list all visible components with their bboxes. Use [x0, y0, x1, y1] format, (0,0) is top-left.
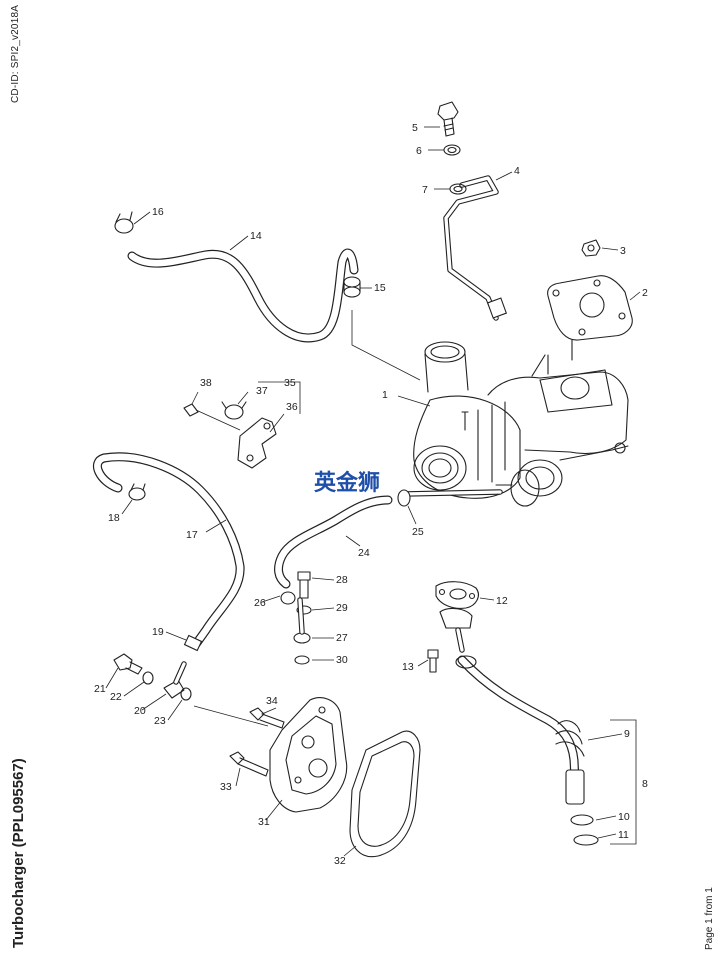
hose-clamp: [128, 483, 146, 501]
washer: [180, 687, 192, 701]
callout-10: 10: [618, 811, 630, 823]
callout-29: 29: [336, 602, 348, 614]
nut: [581, 239, 601, 257]
bolt: [249, 707, 285, 729]
callout-30: 30: [336, 654, 348, 666]
callout-32: 32: [334, 855, 346, 867]
watermark: 英金狮: [314, 470, 380, 496]
flange-gasket: [547, 275, 633, 341]
callout-13: 13: [402, 661, 414, 673]
callout-2: 2: [642, 287, 648, 299]
callout-16: 16: [152, 206, 164, 218]
callout-28: 28: [336, 574, 348, 586]
callout-34: 34: [266, 695, 278, 707]
callout-5: 5: [412, 122, 418, 134]
pipe-union-return: [293, 597, 311, 644]
gasket-12: [435, 581, 479, 609]
callout-3: 3: [620, 245, 626, 257]
pump-housing: [269, 697, 348, 813]
callout-labels: 1 2 3 4 5 6 7 8 9 10 11 12 13 14 15 16 1…: [94, 122, 648, 867]
washer: [296, 605, 312, 615]
washer-hole: [447, 146, 457, 154]
hose-clamp: [397, 489, 411, 507]
coolant-hose-upper: [127, 248, 359, 343]
callout-33: 33: [220, 781, 232, 793]
bolt: [427, 649, 439, 673]
bolt: [229, 751, 269, 777]
leader-lines: [105, 126, 641, 857]
callout-7: 7: [422, 184, 428, 196]
callout-25: 25: [412, 526, 424, 538]
callout-35: 35: [284, 377, 296, 389]
banjo-bolt-return: [297, 571, 311, 599]
banjo-bolt-small: [113, 653, 143, 675]
callout-14: 14: [250, 230, 262, 242]
washer: [443, 144, 461, 156]
hose-fitting: [183, 634, 203, 652]
oil-feed-pipe: [443, 175, 508, 321]
callout-4: 4: [514, 165, 520, 177]
hose-bracket: [183, 401, 277, 469]
callout-18: 18: [108, 512, 120, 524]
banjo-bolt: [437, 101, 459, 137]
callout-26: 26: [254, 597, 266, 609]
callout-21: 21: [94, 683, 106, 695]
washer: [449, 183, 467, 195]
callout-37: 37: [256, 385, 268, 397]
callout-1: 1: [382, 389, 388, 401]
callout-8: 8: [642, 778, 648, 790]
o-ring: [573, 834, 599, 846]
coolant-hose-return: [274, 489, 503, 589]
callout-27: 27: [336, 632, 348, 644]
o-ring: [570, 814, 594, 826]
callout-12: 12: [496, 595, 508, 607]
washer: [142, 671, 154, 685]
hose-clamp: [114, 211, 134, 234]
turbocharger-assembly: [413, 339, 629, 507]
hose-sleeve: [343, 276, 361, 298]
callout-36: 36: [286, 401, 298, 413]
washer-hole: [453, 185, 463, 193]
pump-gasket: [349, 730, 421, 858]
hose-clamp: [280, 591, 296, 605]
callout-23: 23: [154, 715, 166, 727]
callout-38: 38: [200, 377, 212, 389]
callout-22: 22: [110, 691, 122, 703]
coolant-hose-left: [93, 452, 245, 649]
callout-20: 20: [134, 705, 146, 717]
callout-19: 19: [152, 626, 164, 638]
pipe-union: [163, 661, 187, 699]
callout-9: 9: [624, 728, 630, 740]
callout-31: 31: [258, 816, 270, 828]
callout-11: 11: [618, 829, 629, 841]
callout-6: 6: [416, 145, 422, 157]
callout-17: 17: [186, 529, 198, 541]
callout-15: 15: [374, 282, 386, 294]
washer: [294, 655, 310, 665]
callout-24: 24: [358, 547, 370, 559]
return-pipe-assembly: [439, 607, 585, 805]
